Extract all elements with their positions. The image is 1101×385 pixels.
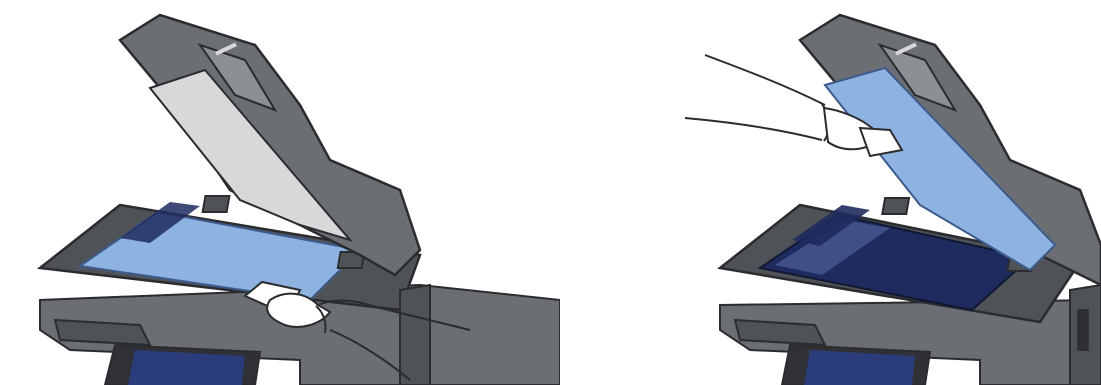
scanner-illustration-left <box>0 0 560 385</box>
illustration-panel-platen-cleaning <box>0 0 560 385</box>
side-vent <box>1078 310 1088 350</box>
machine-lower-tray <box>55 320 150 345</box>
illustration-panel-lid-cleaning <box>560 0 1101 385</box>
machine-side-body <box>400 285 430 385</box>
hinge-left <box>203 196 230 212</box>
control-panel-screen <box>128 350 245 385</box>
hinge-left <box>882 198 909 214</box>
sleeve-arm <box>685 55 825 140</box>
control-panel-screen <box>804 350 915 385</box>
scanner-illustration-right <box>560 0 1101 385</box>
